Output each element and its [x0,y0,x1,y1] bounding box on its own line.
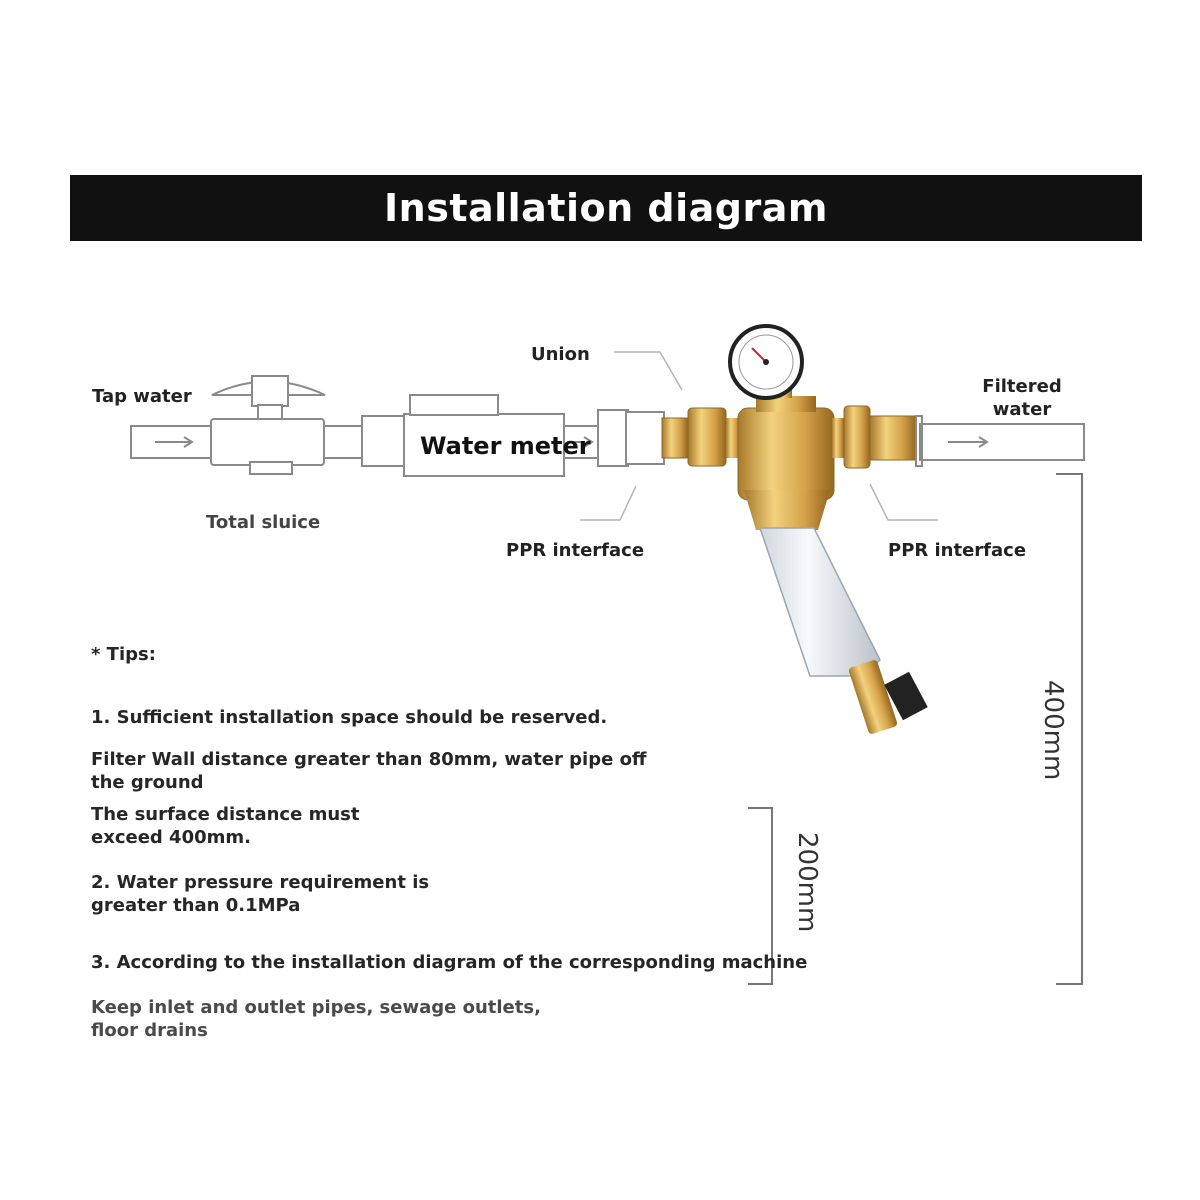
total-sluice-valve [210,375,363,475]
ppr-interface-left [597,409,665,467]
title-banner: Installation diagram [70,175,1142,241]
outlet-pipe [915,415,1085,467]
dimension-label-200: 200mm [792,832,822,933]
total-sluice-label: Total sluice [206,512,321,533]
tap-water-label: Tap water [92,386,192,407]
dimension-bracket-200 [748,807,773,985]
tip-item-1: 1. Sufficient installation space should … [91,707,608,728]
ppr-interface-right-label: PPR interface [888,540,1027,561]
tip-item-1-detail-a: Filter Wall distance greater than 80mm, … [91,749,647,793]
filter-bowl [744,490,928,734]
filtered-water-label: Filtered water [982,376,1062,420]
water-meter-label: Water meter [420,432,591,460]
leader-lines [580,351,938,521]
dimension-bracket-400 [1056,473,1083,985]
water-meter-body [361,394,601,477]
union-fitting-left [661,407,740,467]
inlet-pipe [130,425,214,459]
tip-item-2: 2. Water pressure requirement is greater… [91,872,430,916]
union-fitting-right [832,405,917,469]
dimension-label-400: 400mm [1038,680,1068,781]
tip-item-1-detail-b: The surface distance must exceed 400mm. [91,804,360,848]
ppr-interface-left-label: PPR interface [506,540,645,561]
tip-item-3: 3. According to the installation diagram… [91,952,808,973]
pressure-gauge [728,324,804,400]
tip-item-3-detail: Keep inlet and outlet pipes, sewage outl… [91,997,541,1041]
union-label: Union [531,344,590,365]
tips-heading: * Tips: [91,644,156,665]
filter-head [737,380,835,501]
page-title: Installation diagram [384,186,828,230]
